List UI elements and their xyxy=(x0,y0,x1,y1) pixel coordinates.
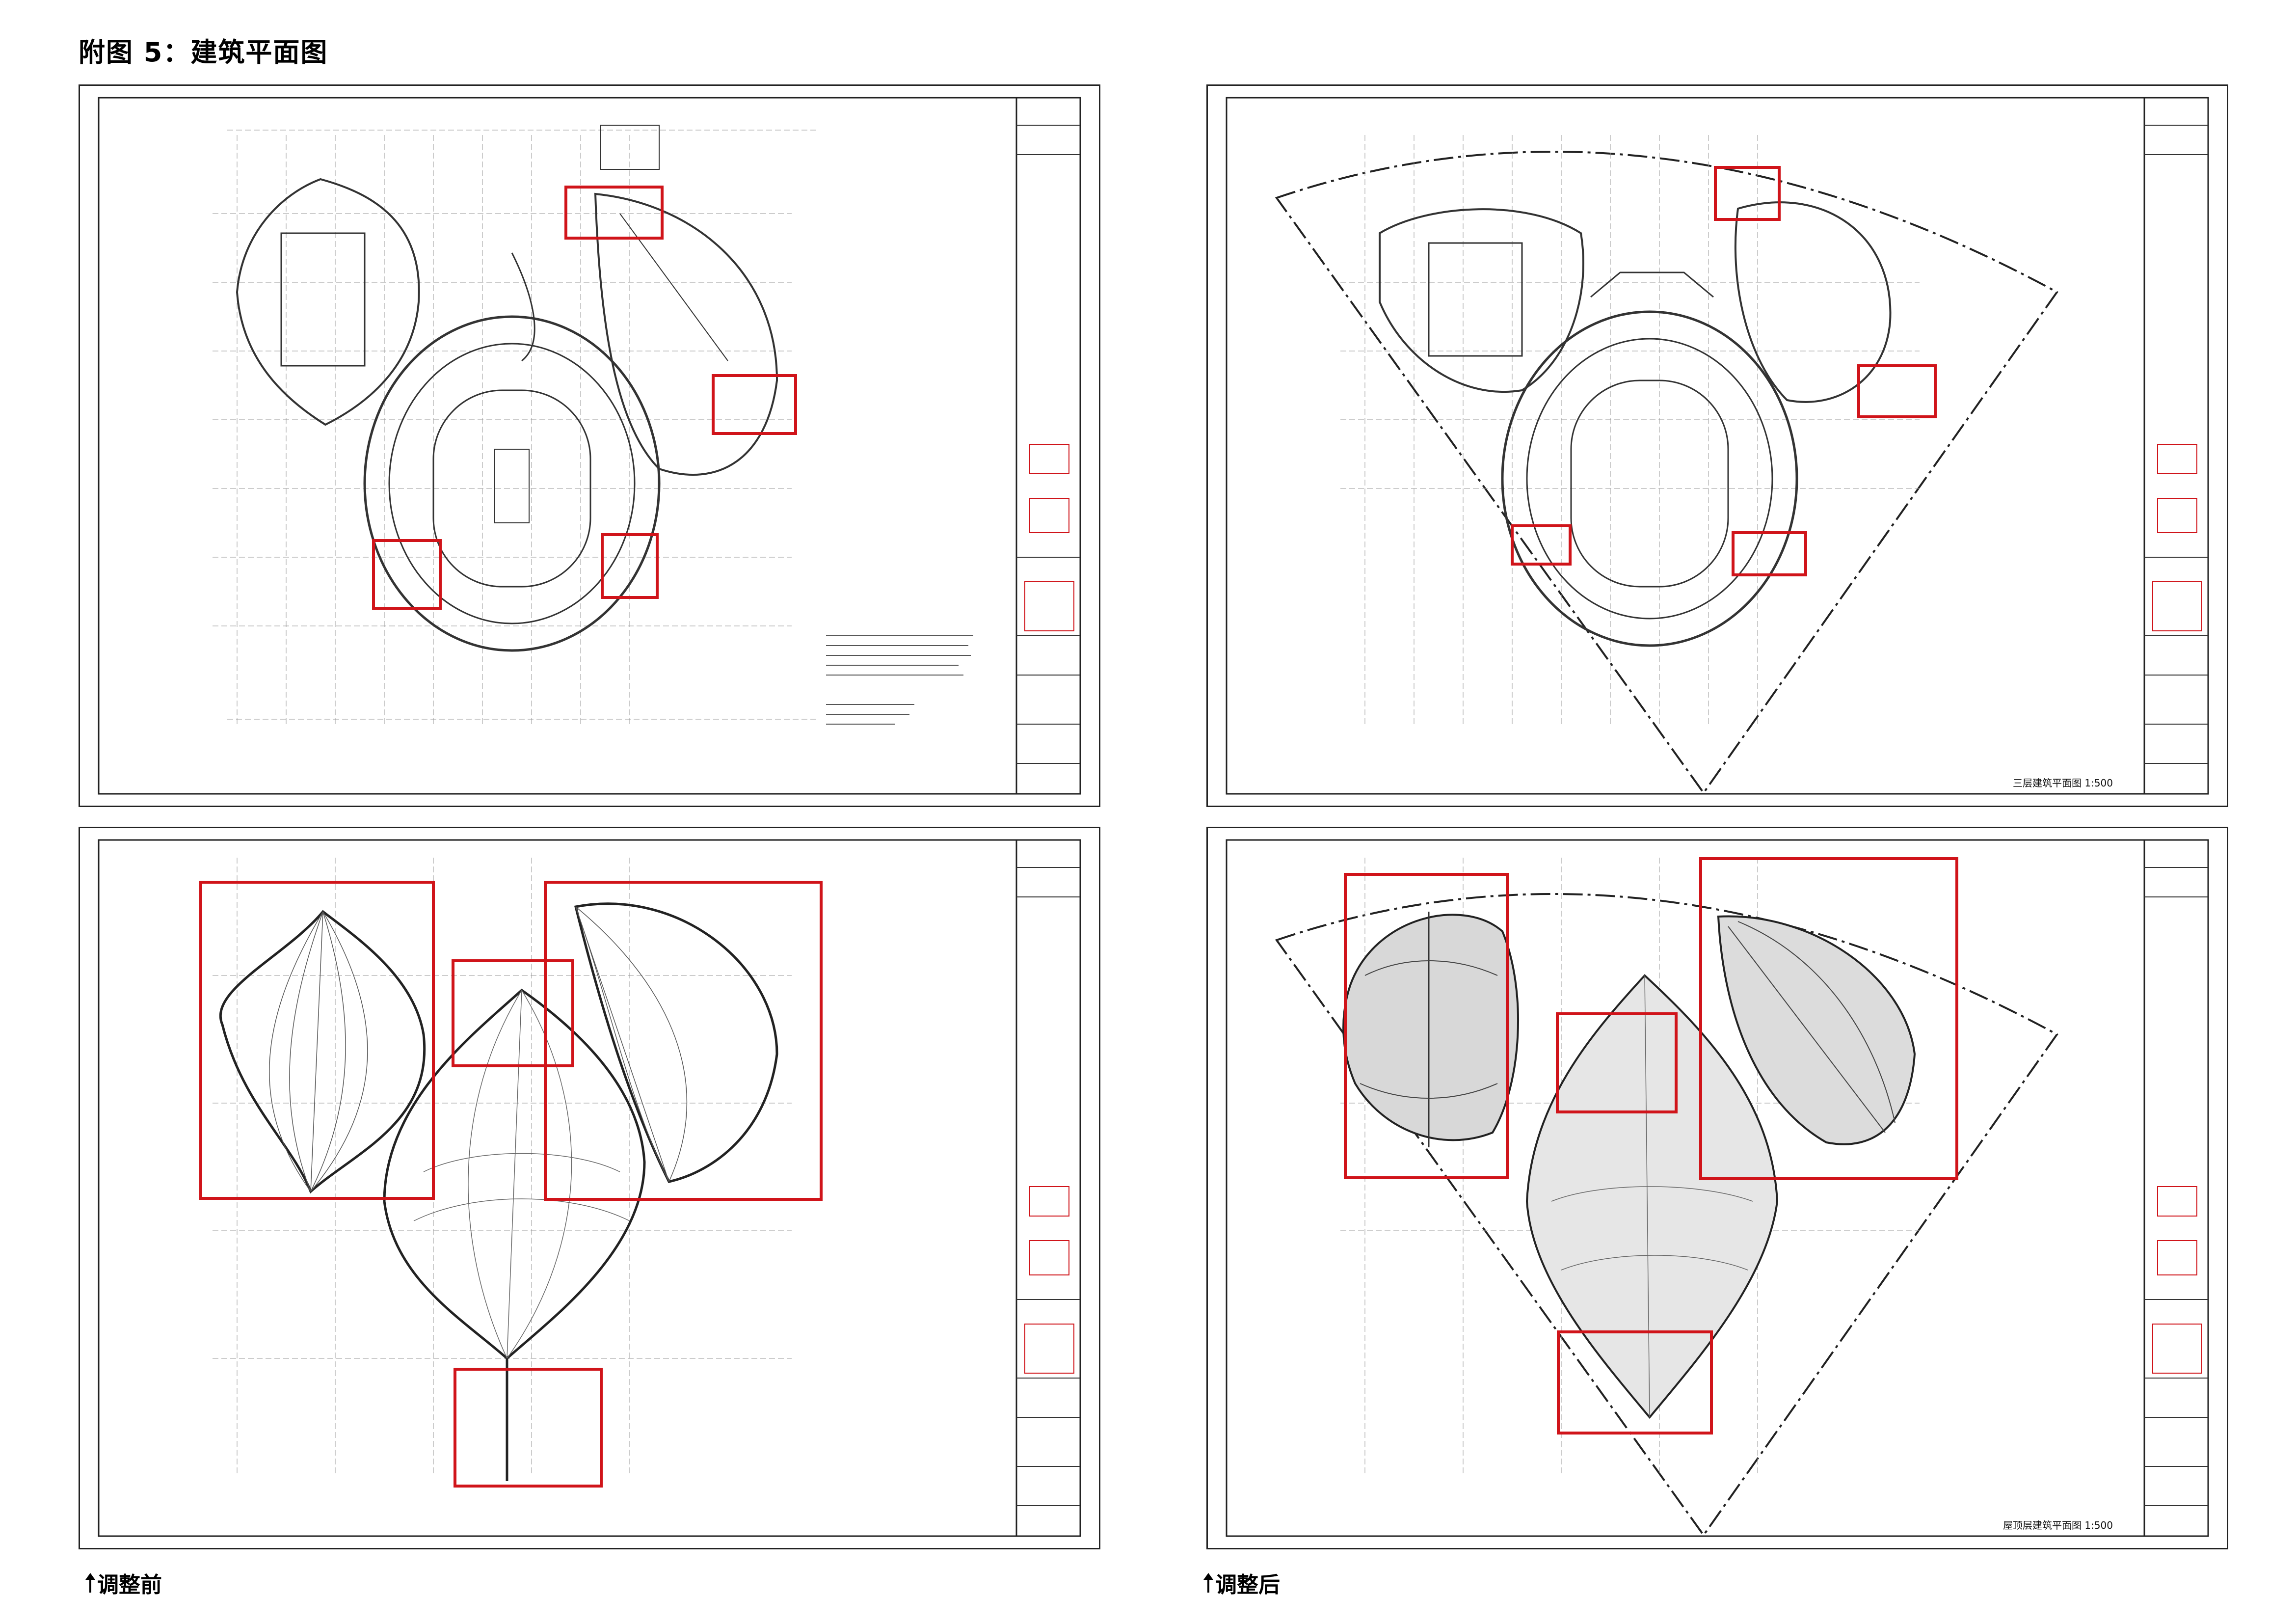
drawing-sheet-floor-after: 三层建筑平面图 1:500 xyxy=(1206,84,2228,807)
sheet-caption-roof: 屋顶层建筑平面图 1:500 xyxy=(2003,1519,2113,1531)
sheet-caption-floor: 三层建筑平面图 1:500 xyxy=(2013,777,2113,789)
before-label-text: 调整前 xyxy=(97,1572,162,1597)
before-label: 调整前 xyxy=(85,1567,162,1598)
after-label-text: 调整后 xyxy=(1215,1572,1280,1597)
arrow-up-icon xyxy=(85,1573,95,1593)
roof-plan-before-drawing xyxy=(98,839,1081,1537)
floor-plan-before-drawing xyxy=(98,97,1081,795)
after-label: 调整后 xyxy=(1203,1567,1280,1598)
page-title: 附图 5：建筑平面图 xyxy=(79,37,328,68)
floor-plan-after-drawing xyxy=(1226,97,2209,795)
drawing-sheet-floor-before xyxy=(79,84,1100,807)
arrow-up-icon xyxy=(1203,1573,1213,1593)
drawing-sheet-roof-before xyxy=(79,827,1100,1549)
roof-plan-after-drawing xyxy=(1226,839,2209,1537)
drawing-sheet-roof-after: 屋顶层建筑平面图 1:500 xyxy=(1206,827,2228,1549)
